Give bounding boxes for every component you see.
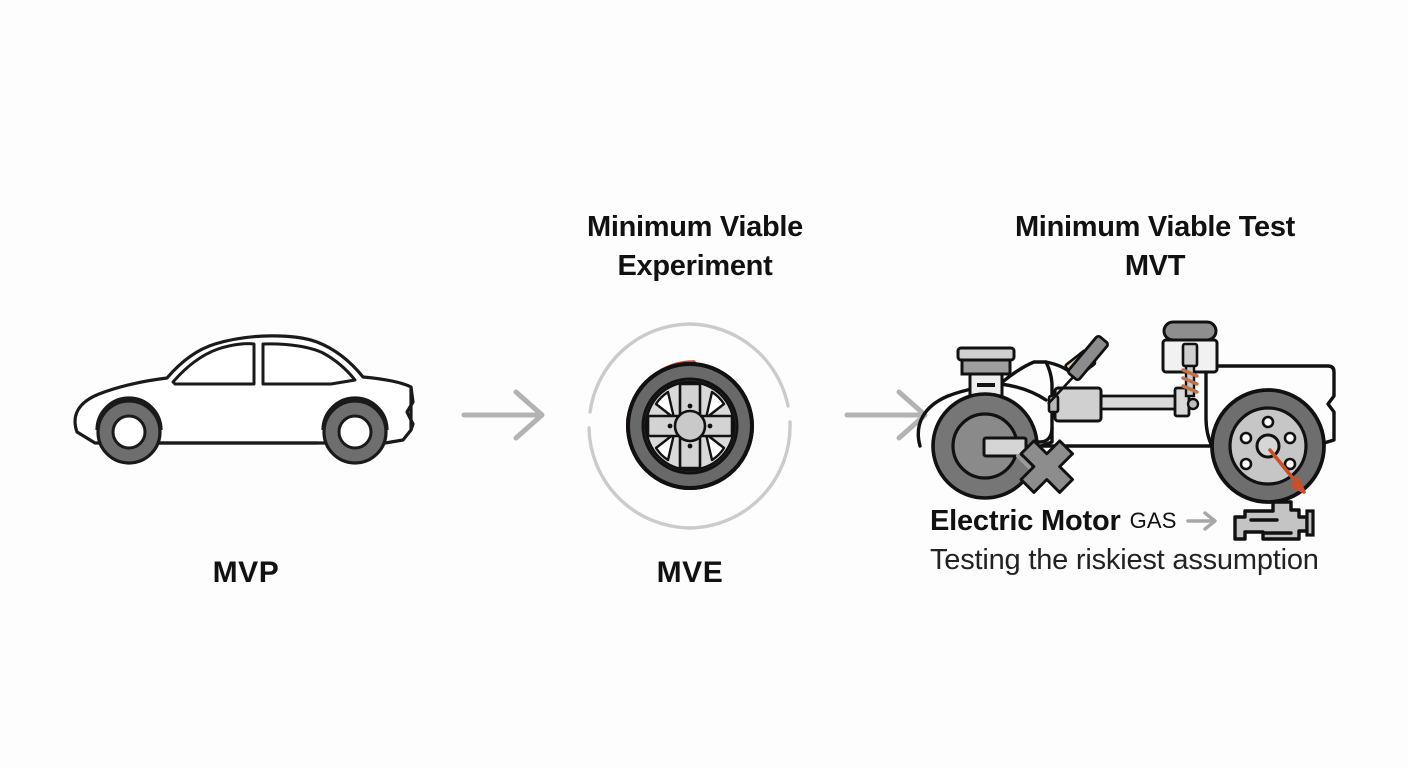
electric-motor-label: Electric Motor [930,504,1121,537]
stage-mvt-illustration [900,300,1360,515]
rim-icon [644,380,736,472]
mvt-annotation: Electric Motor GAS Testing the riskiest … [930,499,1319,577]
stage-mvp-illustration [55,320,445,490]
stage-mve-illustration [582,318,798,534]
gas-arrow-icon [1185,510,1220,532]
heading-mve: Minimum Viable Experiment [586,211,804,282]
gas-label: GAS [1129,508,1177,533]
sedan-line-art-icon [73,334,415,465]
outer-ring-icon [587,322,792,530]
engine-icon [1229,499,1315,543]
torque-arrow-icon [1268,448,1306,494]
driven-wheel-icon [1210,388,1326,504]
probe-tool-icon [1047,334,1109,405]
rear-wheel-icon [322,399,388,465]
annotation-subtitle: Testing the riskiest assumption [930,544,1319,576]
arrow-right-icon [461,389,545,441]
annotation-primary-row: Electric Motor GAS [930,499,1319,543]
caption-mve: MVE [656,556,724,589]
caption-mvp: MVP [212,556,280,589]
electric-motor-icon [931,392,1039,500]
connector-mvp-to-mve [461,388,557,442]
drivetrain-icon [1047,386,1200,423]
heading-mvt: Minimum Viable Test MVT [1014,211,1296,282]
actuator-module-icon [1161,320,1219,398]
front-wheel-icon [96,399,162,465]
cross-mark-icon [1019,439,1075,494]
